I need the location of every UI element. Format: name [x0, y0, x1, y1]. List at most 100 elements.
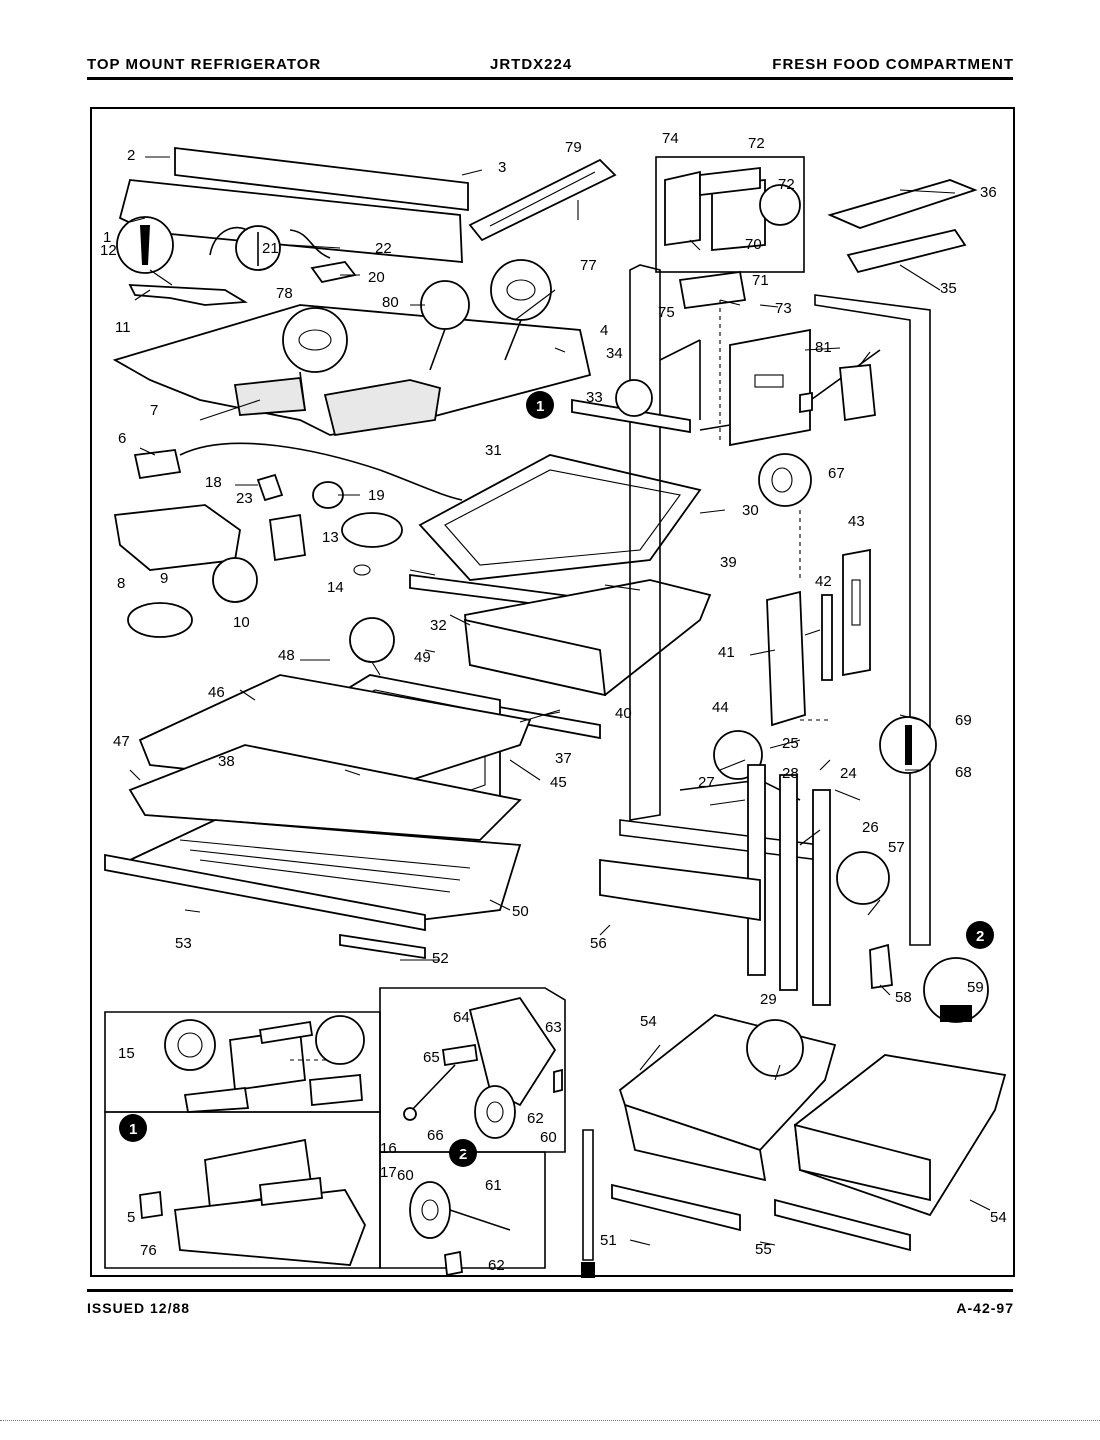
badge-text-1-inset: 1	[129, 1121, 137, 1138]
part-number-label: 14	[327, 579, 344, 596]
control-housing-group	[118, 146, 469, 263]
part-27-shelf-support	[747, 764, 766, 976]
part-20-clip	[310, 261, 357, 284]
part-number-label: 12	[100, 242, 117, 259]
part-62-clip-inset	[444, 1250, 463, 1277]
part-number-label: 36	[980, 184, 997, 201]
part-number-label: 75	[658, 304, 675, 321]
part-53-trim	[104, 853, 426, 932]
part-43-cover	[842, 548, 871, 677]
callout-badge-1	[526, 391, 554, 419]
header-section: FRESH FOOD COMPARTMENT	[772, 56, 1014, 73]
part-number-label: 60	[397, 1167, 414, 1184]
part-number-label: 44	[712, 699, 729, 716]
part-number-label: 78	[276, 285, 293, 302]
part-number-label: 52	[432, 950, 449, 967]
badge-text-1: 1	[536, 398, 544, 415]
part-34-clip	[615, 379, 653, 417]
part-number-label: 60	[540, 1129, 557, 1146]
part-35-slide	[846, 228, 967, 274]
part-number-label: 55	[755, 1241, 772, 1258]
part-number-label: 26	[862, 819, 879, 836]
part-number-label: 80	[382, 294, 399, 311]
part-23-switch	[268, 513, 307, 562]
part-number-label: 58	[895, 989, 912, 1006]
part-number-label: 76	[140, 1242, 157, 1259]
part-number-label: 18	[205, 474, 222, 491]
part-62-clip	[553, 1068, 563, 1094]
part-63-hinge-plate	[468, 996, 557, 1107]
part-number-label: 34	[606, 345, 623, 362]
part-67-light	[758, 453, 812, 507]
part-number-label: 19	[368, 487, 385, 504]
part-number-label: 20	[368, 269, 385, 286]
part-number-label: 2	[127, 147, 135, 164]
part-41-control-cover	[766, 590, 806, 727]
part-number-label: 72	[778, 176, 795, 193]
part-49-clip	[349, 617, 395, 663]
part-number-label: 15	[118, 1045, 135, 1062]
inset-box-2	[379, 1151, 546, 1269]
part-number-label: 79	[565, 139, 582, 156]
part-26-shelf-support	[812, 789, 831, 1006]
diagram-frame	[90, 107, 1015, 1277]
part-29-detail	[746, 1019, 804, 1077]
part-78-rack	[468, 158, 617, 242]
part-number-label: 69	[955, 712, 972, 729]
part-number-label: 9	[160, 570, 168, 587]
inset-box-hinge	[379, 987, 566, 1153]
scan-edge	[0, 1420, 1100, 1423]
part-number-label: 67	[828, 465, 845, 482]
part-36-slide	[827, 179, 978, 229]
part-number-label: 43	[848, 513, 865, 530]
part-60-roller	[474, 1085, 516, 1139]
part-number-label: 57	[888, 839, 905, 856]
part-38-frame	[128, 744, 522, 841]
part-number-label: 77	[580, 257, 597, 274]
part-18-socket	[256, 473, 284, 502]
part-number-label: 31	[485, 442, 502, 459]
part-60-roller-inset	[409, 1181, 451, 1239]
part-number-label: 65	[423, 1049, 440, 1066]
part-number-label: 16	[380, 1140, 397, 1157]
footer-page-code: A-42-97	[956, 1300, 1014, 1316]
part-number-label: 6	[118, 430, 126, 447]
part-number-label: 46	[208, 684, 225, 701]
part-65-pin	[441, 1043, 479, 1067]
detail-box-dairy-door	[655, 156, 805, 273]
part-52-trim	[339, 933, 426, 960]
part-number-label: 24	[840, 765, 857, 782]
part-number-label: 35	[940, 280, 957, 297]
header-model-number: JRTDX224	[490, 56, 573, 73]
part-61-axle	[449, 1209, 511, 1231]
part-number-label: 5	[127, 1209, 135, 1226]
part-number-label: 42	[815, 573, 832, 590]
part-number-label: 63	[545, 1019, 562, 1036]
badge-text-2: 2	[976, 928, 984, 945]
part-number-label: 30	[742, 502, 759, 519]
part-number-label: 22	[375, 240, 392, 257]
part-9-detail	[212, 557, 258, 603]
part-number-label: 50	[512, 903, 529, 920]
part-number-label: 8	[117, 575, 125, 592]
part-number-label: 72	[748, 135, 765, 152]
part-57-detail	[836, 851, 890, 905]
part-number-label: 11	[115, 319, 131, 336]
part-55-rail-left	[611, 1183, 741, 1232]
part-number-label: 66	[427, 1127, 444, 1144]
part-6-switch	[133, 449, 182, 480]
part-number-label: 41	[718, 644, 735, 661]
part-number-label: 27	[698, 774, 715, 791]
part-number-label: 61	[485, 1177, 502, 1194]
footer-rule	[87, 1289, 1013, 1292]
part-number-label: 62	[488, 1257, 505, 1274]
part-17-clip	[259, 1177, 323, 1206]
part-number-label: 28	[782, 765, 799, 782]
part-number-label: 47	[113, 733, 130, 750]
part-number-label: 59	[967, 979, 984, 996]
footer-issue-date: ISSUED 12/88	[87, 1300, 191, 1316]
part-number-label: 54	[990, 1209, 1007, 1226]
part-58-bracket	[869, 943, 893, 990]
part-number-label: 3	[498, 159, 506, 176]
